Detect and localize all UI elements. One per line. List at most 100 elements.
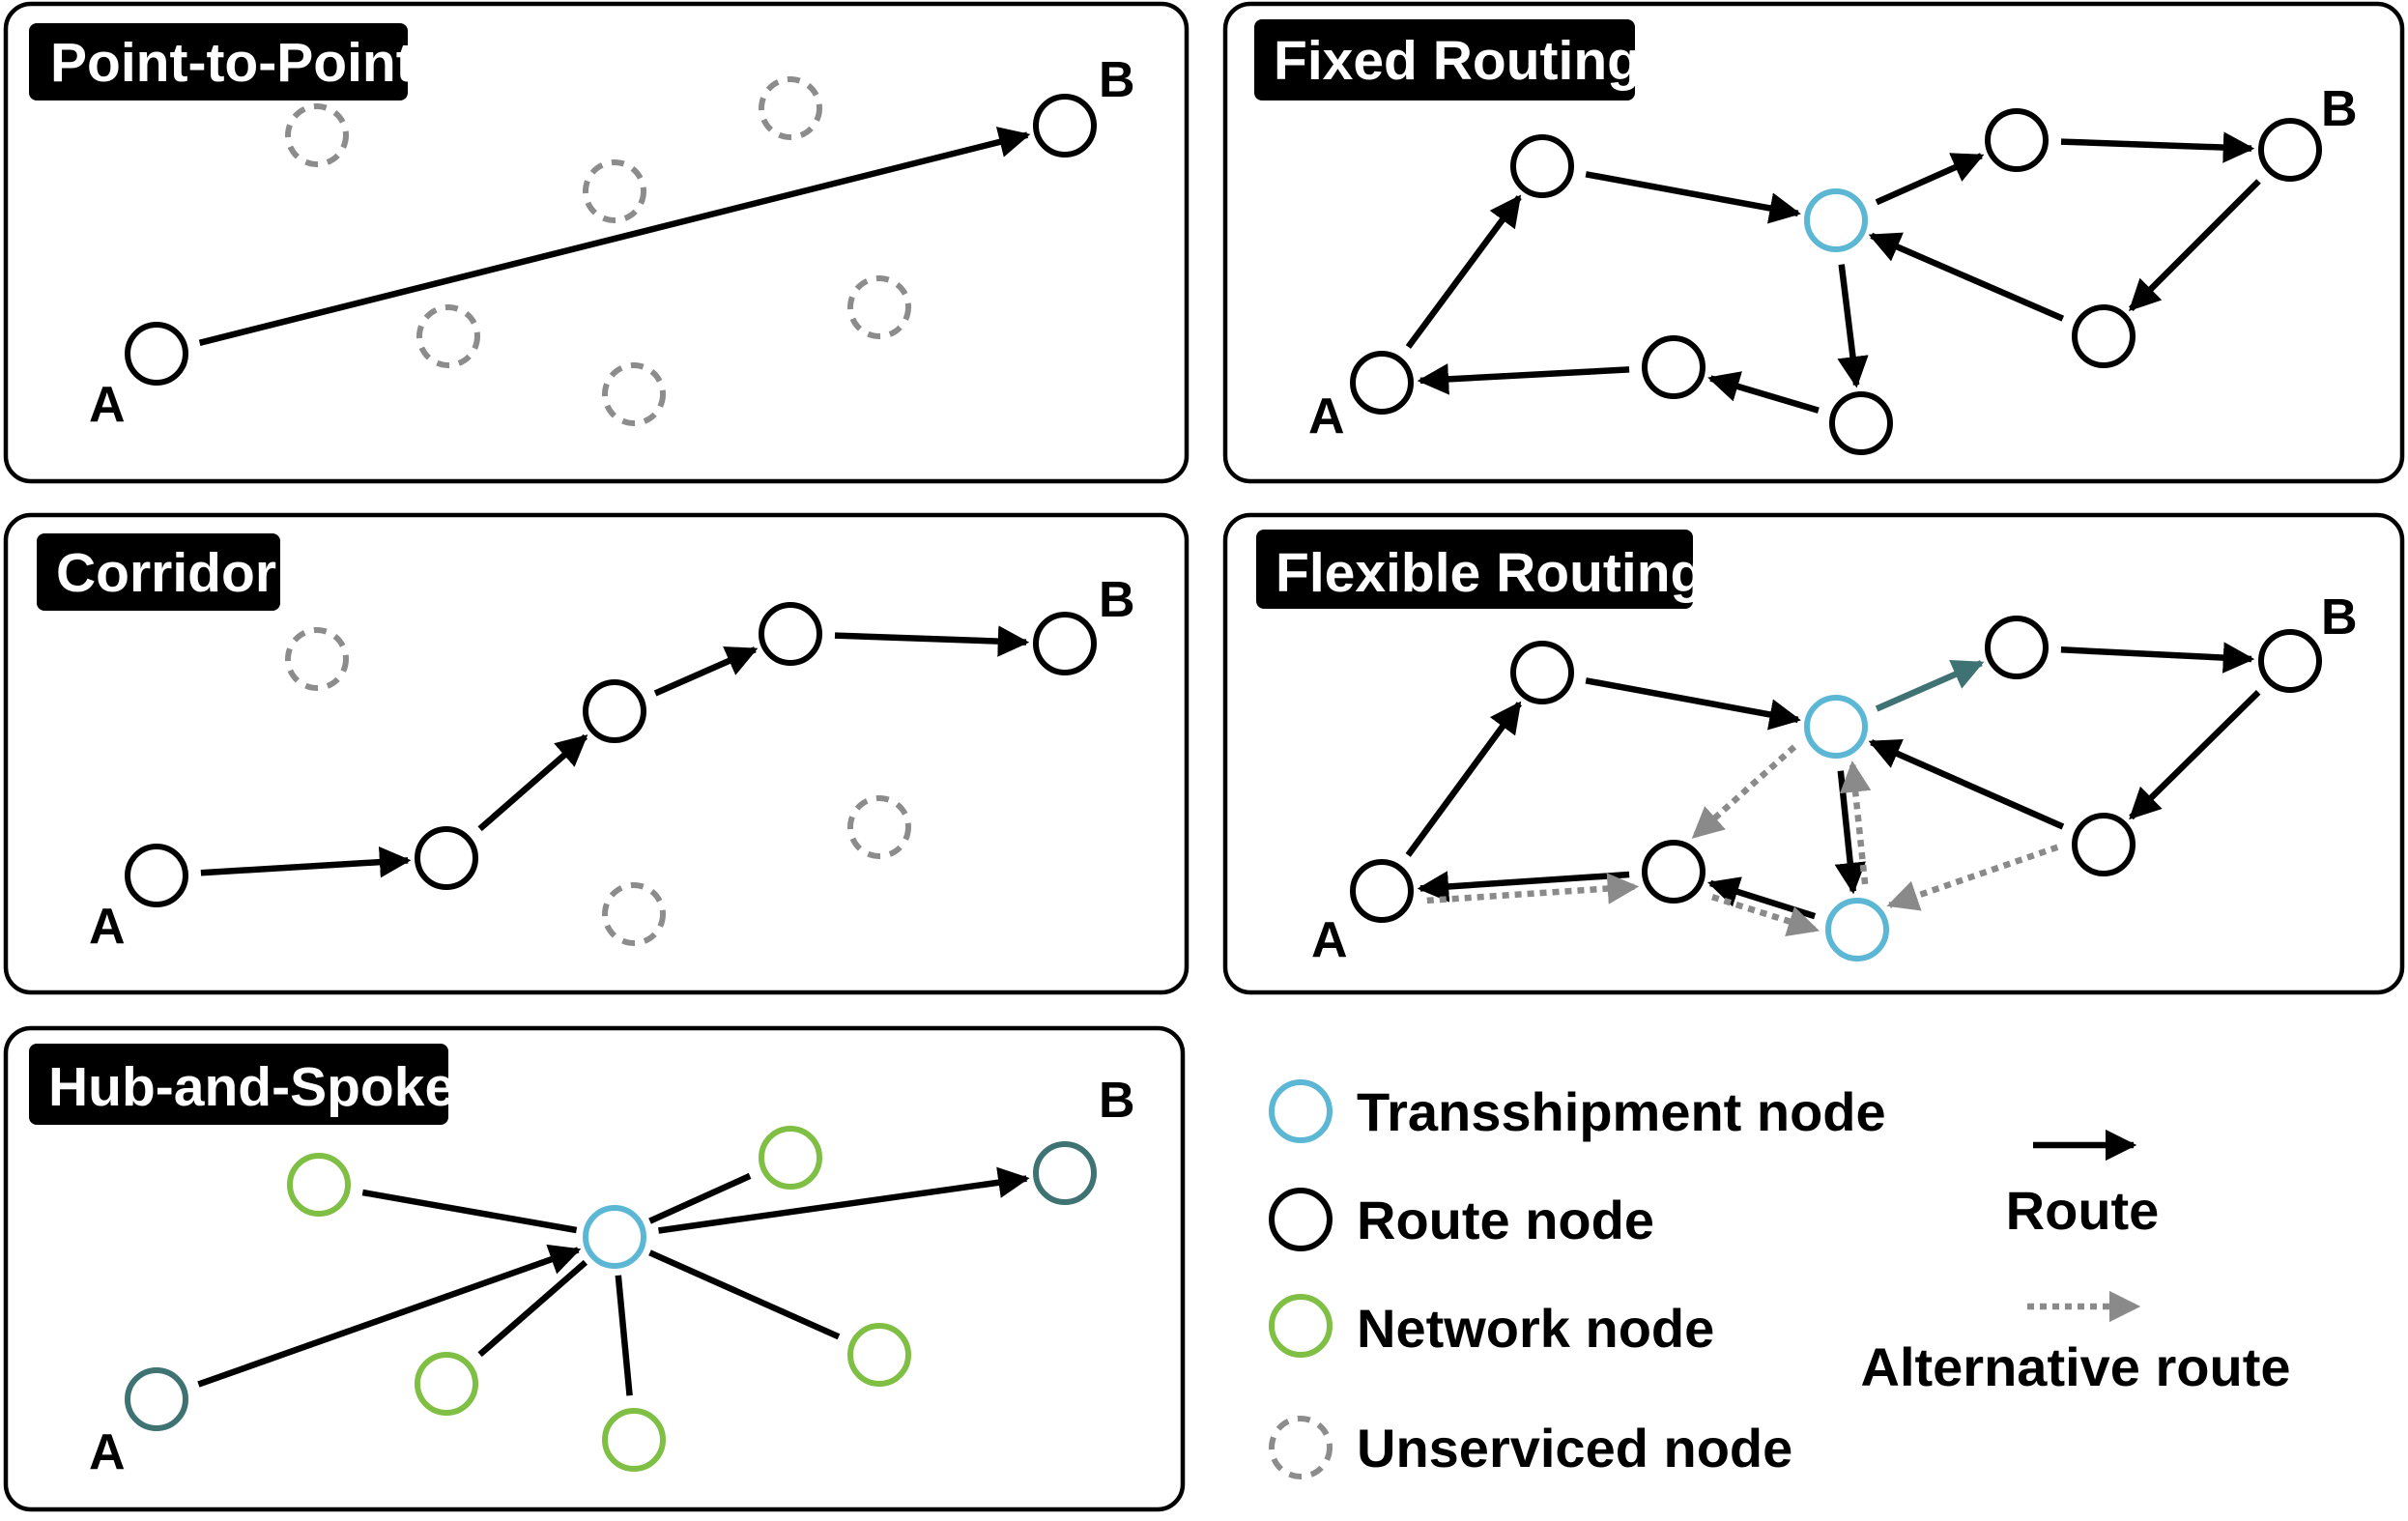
panel-title: Flexible Routing — [1276, 542, 1704, 604]
panel-frame — [3, 1025, 1186, 1512]
panel-title-badge — [29, 23, 408, 100]
endpoint-label-b: B — [1099, 1073, 1135, 1129]
panel-title-badge — [29, 1044, 448, 1125]
unserviced-node — [416, 304, 480, 368]
transshipment-node — [1825, 898, 1889, 961]
route-node — [2258, 118, 2322, 182]
spoke-edge — [361, 1189, 578, 1234]
panel-fixed-routing: Fixed Routing A B — [1222, 1, 2405, 484]
unserviced-node — [602, 362, 666, 426]
panel-title: Corridor — [56, 542, 276, 604]
route-node — [1642, 335, 1706, 399]
route-node — [1510, 134, 1574, 198]
spoke-edge — [477, 1259, 588, 1358]
panel-hub-and-spoke: Hub-and-Spoke A B — [3, 1025, 1186, 1512]
alternative-route-edge — [1711, 894, 1820, 937]
route-edge — [1585, 677, 1801, 731]
route-edge — [2129, 179, 2261, 311]
panel-nodes — [125, 602, 1097, 946]
route-node — [2072, 813, 2136, 876]
route-edge — [197, 1244, 582, 1388]
spoke-edge — [615, 1275, 633, 1396]
unserviced-node — [847, 795, 911, 859]
legend-unserviced-node-label: Unserviced node — [1357, 1418, 1792, 1478]
route-edge — [1405, 701, 1522, 857]
route-edge — [1837, 264, 1869, 388]
panel-edges — [1405, 642, 2261, 937]
panel-nodes — [125, 76, 1097, 426]
panel-corridor: Corridor A B — [3, 512, 1190, 995]
legend-route-node-icon — [1269, 1188, 1333, 1251]
network-node — [415, 1352, 478, 1416]
panel-title: Hub-and-Spoke — [48, 1056, 455, 1118]
panel-edges — [200, 625, 1030, 878]
network-node — [759, 1126, 822, 1190]
panel-title-badge — [1254, 19, 1635, 100]
panel-nodes — [1350, 616, 2322, 961]
transshipment-node — [1804, 188, 1868, 252]
route-node — [415, 826, 478, 890]
route-edge — [1417, 363, 1630, 395]
route-node — [1829, 391, 1893, 455]
legend-transshipment-node-icon — [1269, 1079, 1333, 1143]
route-node — [759, 602, 822, 666]
network-node — [847, 1323, 911, 1387]
route-edge — [1417, 871, 1630, 903]
route-node — [1510, 641, 1574, 704]
route-node — [1350, 859, 1414, 923]
panel-nodes — [125, 1126, 1097, 1472]
legend-route-label: Route — [2006, 1180, 2160, 1241]
route-node — [125, 844, 188, 907]
route-edge — [1868, 739, 2065, 830]
route-edge — [1707, 371, 1820, 414]
route-node — [583, 679, 646, 743]
panel-edges — [197, 1166, 1030, 1396]
legend-route-node-label: Route node — [1357, 1190, 1654, 1250]
panel-nodes — [1350, 108, 2322, 455]
legend-transshipment-node-label: Transshipment node — [1357, 1081, 1886, 1142]
route-edge — [1405, 194, 1522, 349]
route-edge — [834, 625, 1030, 657]
unserviced-node — [285, 627, 349, 691]
panel-title-badge — [1256, 530, 1693, 609]
panel-edges — [198, 127, 1031, 346]
route-edge — [2060, 642, 2255, 674]
spoke-edge — [648, 1172, 752, 1224]
route-node — [2258, 629, 2322, 693]
network-node — [602, 1408, 666, 1472]
panel-title-badge — [37, 533, 280, 611]
legend-unserviced-node-icon — [1269, 1416, 1333, 1479]
route-node — [2072, 304, 2136, 368]
endpoint-label-b: B — [2321, 81, 2358, 137]
endpoint-label-a: A — [89, 899, 126, 955]
panel-title: Point-to-Point — [50, 32, 415, 94]
endpoint-label-a: A — [1308, 388, 1345, 445]
endpoint-node — [125, 1367, 188, 1431]
route-edge — [1875, 153, 1985, 206]
unserviced-node — [583, 159, 646, 223]
route-node — [1033, 612, 1097, 675]
route-node — [1033, 94, 1097, 158]
route-edge — [653, 646, 759, 697]
panel-point-to-point: Point-to-Point A B — [3, 1, 1190, 484]
unserviced-node — [759, 76, 822, 140]
panel-flexible-routing: Flexible Routing A B — [1222, 512, 2405, 995]
alternative-route-edge — [1839, 760, 1872, 885]
transshipment-node — [583, 1205, 646, 1269]
endpoint-label-a: A — [89, 1424, 126, 1480]
endpoint-label-b: B — [2321, 589, 2358, 646]
spoke-edge — [648, 1249, 841, 1340]
legend-network-node-label: Network node — [1357, 1298, 1714, 1359]
endpoint-label-a: A — [89, 377, 126, 433]
endpoint-label-a: A — [1311, 912, 1348, 968]
alternative-route-edge — [1691, 744, 1797, 840]
unserviced-node — [602, 882, 666, 946]
endpoint-label-b: B — [1099, 572, 1135, 628]
route-edge — [1868, 232, 2065, 322]
transshipment-node — [1804, 695, 1868, 759]
route-edge — [2129, 689, 2261, 820]
alternative-route-edge — [1426, 873, 1640, 904]
network-node — [287, 1153, 351, 1217]
endpoint-label-b: B — [1099, 52, 1135, 108]
